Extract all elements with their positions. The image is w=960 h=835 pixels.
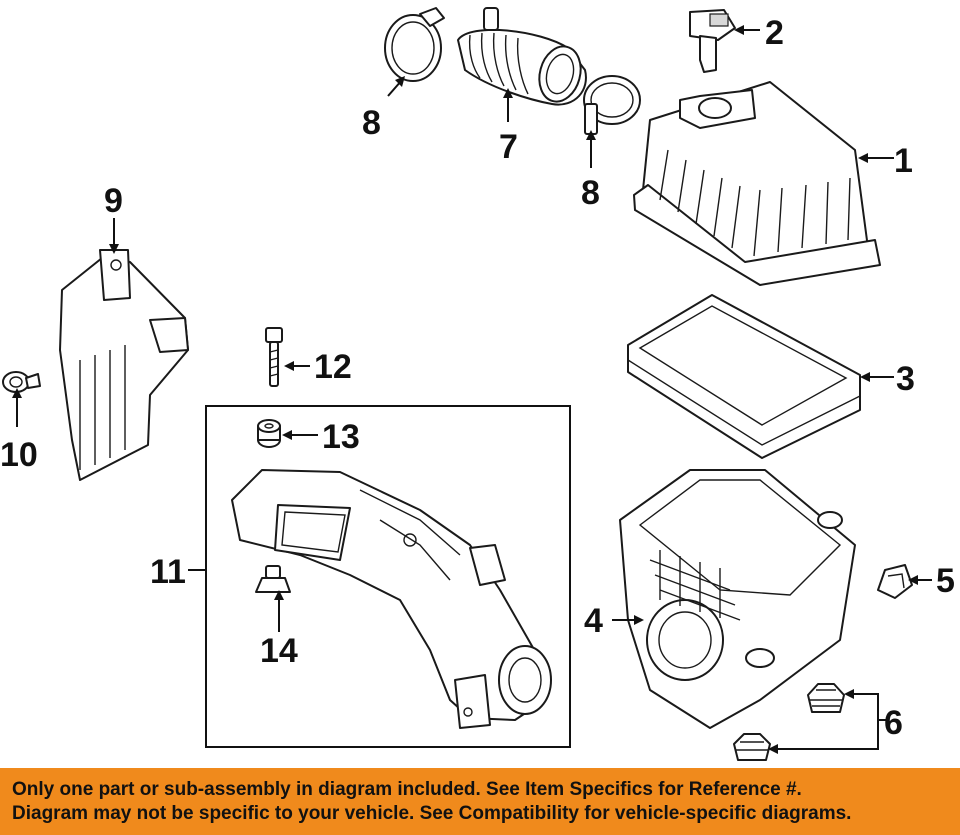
callout-11: 11 bbox=[150, 553, 186, 591]
resonator bbox=[59, 249, 189, 481]
retaining-clip bbox=[877, 564, 913, 599]
disclaimer-line-2: Diagram may not be specific to your vehi… bbox=[12, 803, 852, 824]
callout-1: 1 bbox=[894, 142, 913, 180]
spacer bbox=[257, 419, 281, 448]
callout-8-right: 8 bbox=[581, 174, 600, 212]
callout-7: 7 bbox=[499, 128, 518, 166]
bolt bbox=[265, 327, 283, 387]
air-filter bbox=[627, 294, 861, 459]
callout-2: 2 bbox=[765, 14, 784, 52]
air-cleaner-housing bbox=[619, 469, 856, 729]
hose-clamp-left bbox=[384, 7, 445, 82]
callout-6: 6 bbox=[884, 704, 903, 742]
parts-diagram: 1 2 3 4 5 6 7 8 8 9 10 11 12 13 14 bbox=[0, 7, 955, 761]
air-inlet-duct bbox=[231, 469, 552, 729]
callout-8-left: 8 bbox=[362, 104, 381, 142]
airflow-sensor bbox=[689, 9, 736, 73]
assembly-box bbox=[205, 405, 571, 748]
air-cleaner-cover bbox=[633, 81, 881, 286]
callout-14: 14 bbox=[260, 632, 298, 670]
intake-hose bbox=[457, 7, 587, 106]
callout-9: 9 bbox=[104, 182, 123, 220]
nut bbox=[255, 565, 291, 593]
disclaimer-line-1: Only one part or sub-assembly in diagram… bbox=[12, 779, 802, 800]
callout-12: 12 bbox=[314, 348, 352, 386]
callout-10: 10 bbox=[0, 436, 38, 474]
callout-4: 4 bbox=[584, 602, 603, 640]
callout-13: 13 bbox=[322, 418, 360, 456]
push-pin bbox=[2, 371, 41, 393]
callout-5: 5 bbox=[936, 562, 955, 600]
hose-clamp-right bbox=[583, 75, 641, 135]
disclaimer-banner: Only one part or sub-assembly in diagram… bbox=[0, 768, 960, 835]
leader-arrowheads bbox=[12, 25, 918, 754]
mount-grommets bbox=[733, 683, 845, 761]
callout-3: 3 bbox=[896, 360, 915, 398]
